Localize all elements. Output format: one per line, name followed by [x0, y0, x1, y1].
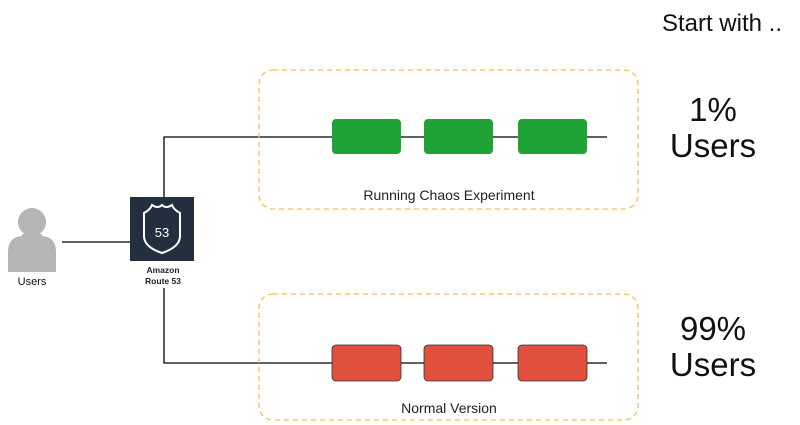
- normal-node-1: [331, 344, 402, 382]
- chaos-node-2: [424, 119, 493, 154]
- users-label: Users: [17, 276, 47, 288]
- chaos-node-1: [332, 119, 401, 154]
- normal-node-3: [517, 344, 588, 382]
- top-group-label: Running Chaos Experiment: [363, 187, 535, 203]
- bottom-percent-block: 99% Users: [643, 311, 783, 383]
- top-group-container: [258, 69, 639, 210]
- top-percent-unit: Users: [669, 127, 757, 164]
- bottom-group-label: Normal Version: [401, 400, 497, 416]
- user-icon: [8, 208, 56, 272]
- route53-shield-icon: [143, 203, 181, 255]
- top-percent-block: 1% Users: [643, 92, 783, 164]
- route53-label: Amazon Route 53: [118, 265, 208, 287]
- bottom-group-container: [258, 293, 639, 421]
- chaos-node-3: [518, 119, 587, 154]
- route53-icon: 53: [130, 197, 194, 261]
- normal-node-2: [423, 344, 494, 382]
- header-title: Start with ..: [661, 10, 782, 37]
- bottom-group-boxes: [331, 344, 588, 382]
- top-percent-value: 1%: [689, 91, 737, 128]
- route53-badge-text: 53: [155, 225, 169, 240]
- bottom-percent-value: 99%: [679, 310, 747, 347]
- bottom-percent-unit: Users: [669, 346, 757, 383]
- top-group-boxes: [332, 119, 587, 154]
- route53-label-line2: Route 53: [145, 276, 181, 286]
- route53-label-line1: Amazon: [146, 265, 180, 275]
